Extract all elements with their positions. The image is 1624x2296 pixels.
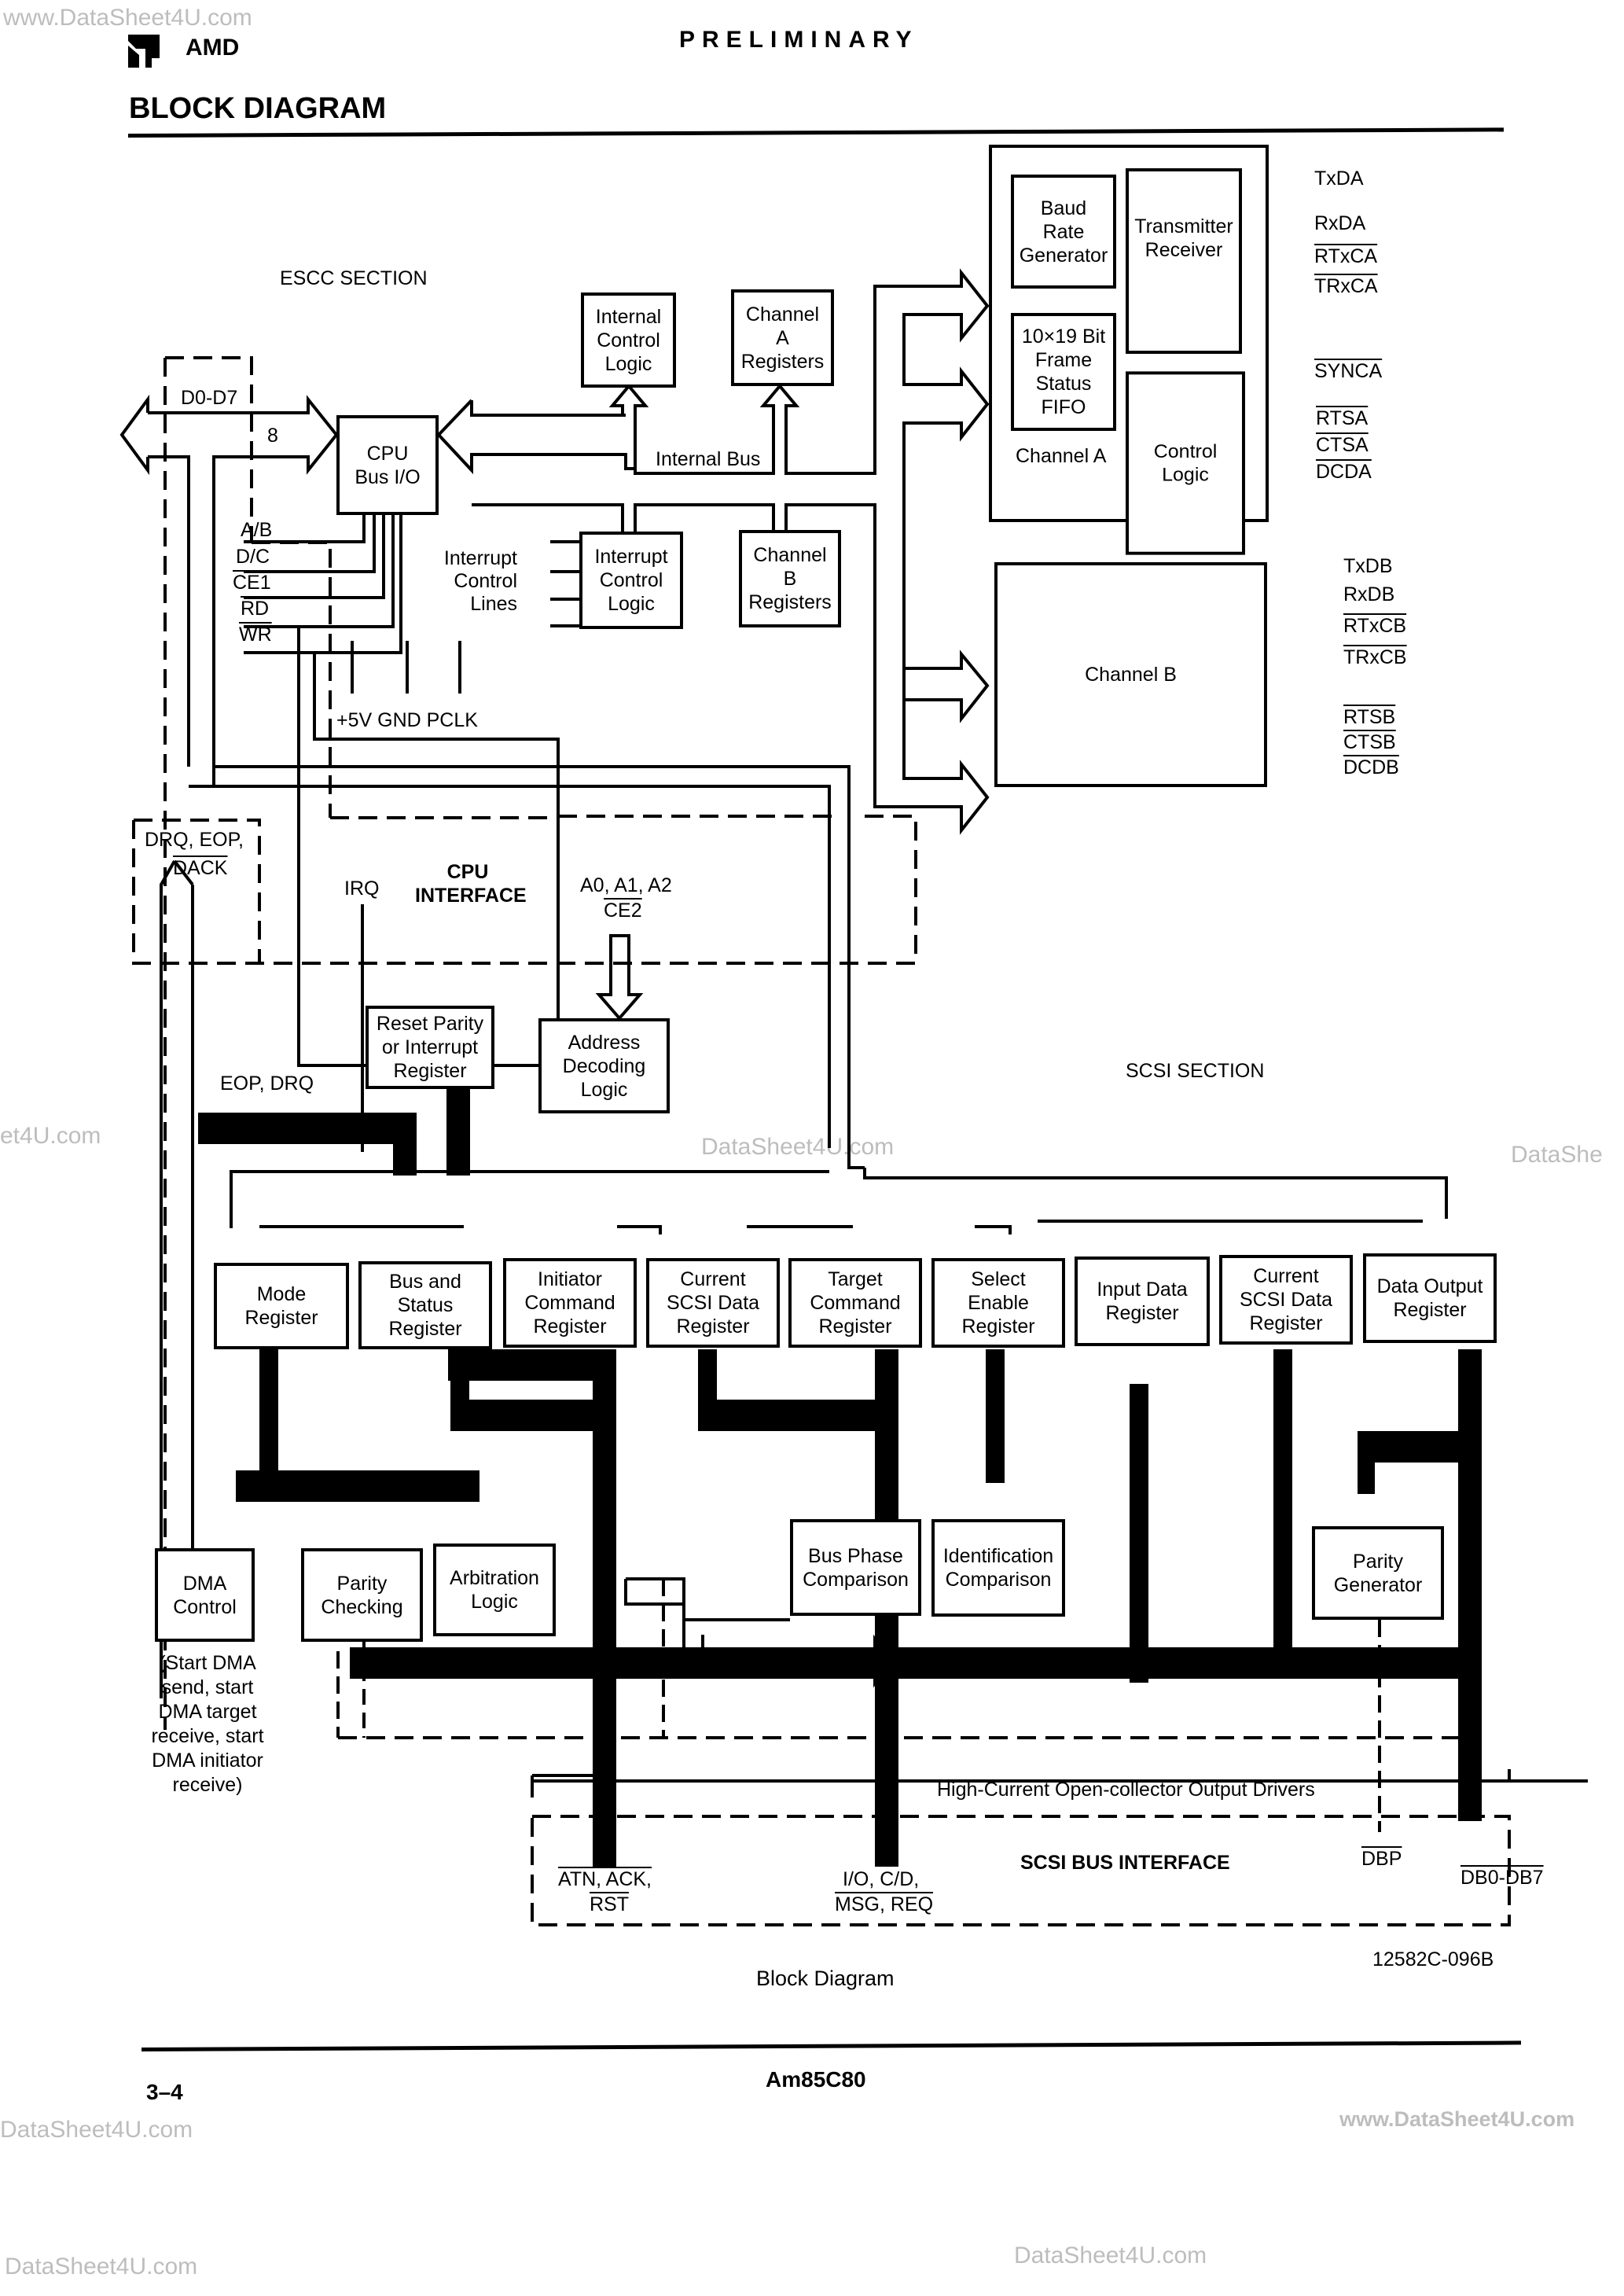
cpu-interface-title-2: INTERFACE [415,885,527,907]
dma-signals-label-2: DACK [173,857,228,879]
preliminary-label: PRELIMINARY [679,27,919,53]
pin-rtxcb: RTxCB [1343,615,1407,637]
pin-rtsa: RTSA [1316,407,1369,429]
logo-text: AMD [186,35,240,61]
interrupt-control-lines-label: Interrupt Control Lines [443,547,517,615]
arbitration-logic-block: Arbitration Logic [433,1544,556,1636]
watermark: DataSheet4U.com [1014,2243,1207,2268]
figure-id: 12582C-096B [1372,1948,1494,1970]
watermark: DataSheet4U.com [5,2254,198,2279]
pin-dcda: DCDA [1316,461,1372,483]
bus-width-label: 8 [267,425,278,447]
identification-comparison-block: Identification Comparison [931,1519,1065,1617]
data-bus-label: D0-D7 [181,387,238,409]
dma-control-block: DMA Control [155,1548,255,1642]
dma-signals-label-1: DRQ, EOP, [145,829,244,851]
watermark: www.DataSheet4U.com [3,5,252,31]
current-scsi-data-register-2-block: Current SCSI Data Register [1219,1255,1353,1345]
atn-ack-label: ATN, ACK, [558,1868,652,1890]
target-command-register-block: Target Command Register [788,1258,922,1348]
pin-rxda: RxDA [1314,212,1366,234]
escc-section-label: ESCC SECTION [280,267,428,289]
eop-drq-label: EOP, DRQ [220,1073,314,1095]
cpu-interface-title-1: CPU [446,861,489,883]
signal-rd: RD [241,598,270,620]
baud-rate-generator-block: Baud Rate Generator [1011,175,1116,289]
interrupt-control-logic-block: Interrupt Control Logic [579,532,683,629]
pin-dcdb: DCDB [1343,756,1399,778]
irq-label: IRQ [344,878,380,900]
data-output-register-block: Data Output Register [1363,1253,1497,1343]
pin-trxca: TRxCA [1314,275,1378,297]
cpu-bus-io-block: CPU Bus I/O [336,415,439,515]
control-logic-block: Control Logic [1126,371,1245,555]
power-label: +5V GND PCLK [336,709,478,731]
ce2-label: CE2 [604,900,642,922]
internal-bus-label: Internal Bus [656,448,761,470]
scsi-bus-interface-label: SCSI BUS INTERFACE [1020,1852,1230,1874]
reset-parity-register-block: Reset Parity or Interrupt Register [366,1006,494,1089]
input-data-register-block: Input Data Register [1075,1257,1210,1346]
channel-b-block: Channel B [994,562,1267,787]
frame-status-fifo-block: 10×19 Bit Frame Status FIFO [1011,313,1116,431]
pin-trxcb: TRxCB [1343,646,1407,668]
scsi-section-label: SCSI SECTION [1126,1060,1265,1082]
channel-a-registers-block: Channel A Registers [731,289,834,386]
figure-caption: Block Diagram [756,1967,895,1990]
part-number: Am85C80 [766,2067,866,2092]
amd-logo-icon [128,35,172,72]
signal-ce1: CE1 [233,572,271,594]
pin-txda: TxDA [1314,167,1364,189]
mode-register-block: Mode Register [214,1263,349,1349]
bus-status-register-block: Bus and Status Register [358,1261,492,1349]
io-cd-label: I/O, C/D, [843,1868,920,1890]
internal-control-logic-block: Internal Control Logic [581,293,676,388]
pin-ctsb: CTSB [1343,731,1396,753]
signal-a-b: A/B [241,519,273,541]
transmitter-receiver-block: Transmitter Receiver [1126,168,1242,354]
pin-rtxca: RTxCA [1314,245,1378,267]
rst-label: RST [590,1893,629,1915]
watermark: DataSheet4U.com [0,2117,193,2143]
current-scsi-data-register-block: Current SCSI Data Register [646,1258,780,1348]
pin-txdb: TxDB [1343,555,1393,577]
watermark: et4U.com [0,1123,101,1149]
dma-note: (Start DMA send, start DMA target receiv… [151,1652,264,1796]
address-lines-label: A0, A1, A2 [580,874,672,896]
address-decoding-logic-block: Address Decoding Logic [538,1018,670,1113]
page-title: BLOCK DIAGRAM [129,92,387,125]
signal-d-c: D/C [236,546,270,568]
parity-generator-block: Parity Generator [1312,1526,1444,1620]
dbp-label: DBP [1361,1848,1402,1870]
pin-synca: SYNCA [1314,360,1383,382]
watermark: www.DataSheet4U.com [1339,2107,1575,2131]
channel-b-registers-block: Channel B Registers [739,530,841,627]
watermark: DataSheet4U.com [701,1134,895,1160]
select-enable-register-block: Select Enable Register [931,1258,1065,1348]
channel-a-block: Baud Rate Generator 10×19 Bit Frame Stat… [989,145,1269,555]
output-drivers-label: High-Current Open-collector Output Drive… [937,1779,1315,1801]
pin-ctsa: CTSA [1316,434,1369,456]
watermark: DataShe [1511,1142,1603,1168]
db-label: DB0-DB7 [1460,1867,1544,1889]
initiator-command-register-block: Initiator Command Register [503,1258,637,1348]
parity-checking-block: Parity Checking [301,1548,423,1642]
page-number: 3–4 [146,2080,183,2104]
channel-a-title: Channel A [1016,445,1107,467]
signal-wr: WR [239,624,272,646]
msg-req-label: MSG, REQ [835,1893,934,1915]
pin-rxdb: RxDB [1343,583,1395,605]
bus-phase-comparison-block: Bus Phase Comparison [790,1519,921,1616]
pin-rtsb: RTSB [1343,706,1396,728]
